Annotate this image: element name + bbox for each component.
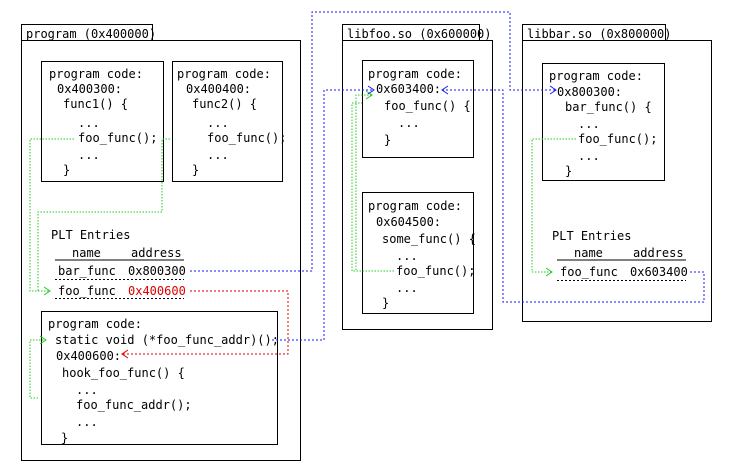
green-call-arrows-libfoo [351,94,394,272]
function-signature: hook_foo_func() { [62,366,185,380]
plt-title: PLT Entries [51,228,131,242]
plt-column-name: name [574,246,603,260]
code-address: 0x604500: [376,215,442,229]
code-address: 0x400600: [56,349,122,363]
code-header: program code: [177,67,271,81]
code-brace: } [384,133,392,147]
blue-arrowhead-foo-func-addr [367,85,375,95]
green-arrowheads-libfoo [365,90,373,100]
plt-column-address: address [131,246,182,260]
function-call: foo_func(); [78,131,158,145]
plt-entry-address: 0x603400 [630,265,688,279]
function-signature: some_func() { [382,232,476,246]
code-ellipsis: ... [76,383,98,397]
code-brace: } [63,163,71,177]
plt-entry-name: foo_func [58,284,116,298]
libfoo-module-title: libfoo.so (0x600000) [342,24,492,41]
blue-arrowhead-libbar-plt [441,85,449,95]
code-ellipsis: ... [578,117,600,131]
code-ellipsis: ... [78,148,100,162]
code-ellipsis: ... [207,148,229,162]
blue-arrow-bar-func [190,11,556,272]
plt-column-name: name [72,246,101,260]
libfoo-code-box-foo-func [362,60,474,158]
code-address: 0x400400: [186,82,252,96]
code-header: program code: [368,199,462,213]
code-ellipsis: ... [398,116,420,130]
program-plt-rules [55,259,184,299]
function-call: foo_func(); [396,264,476,278]
code-address: 0x603400: [376,82,442,96]
plt-entry-address: 0x800300 [128,264,186,278]
green-arrowheads-program [39,286,51,345]
function-call: foo_func_addr(); [76,398,192,412]
libbar-plt-rules [557,259,686,281]
program-code-box-func2 [172,61,283,182]
program-code-box-func1 [41,61,164,182]
code-brace: } [382,296,390,310]
code-ellipsis: ... [578,149,600,163]
libbar-code-box-bar-func [542,63,665,181]
code-brace: } [192,163,200,177]
function-pointer-declaration: static void (*foo_func_addr)(); [55,333,279,347]
libfoo-code-box-some-func [362,192,474,314]
code-brace: } [61,431,69,445]
blue-arrow-foo-func-addr [272,89,374,341]
function-signature: bar_func() { [565,100,652,114]
plt-column-address: address [633,246,684,260]
program-code-box-hook [41,311,278,445]
green-call-arrows-program [29,138,170,399]
code-header: program code: [49,67,143,81]
red-arrow-hooked-plt [122,290,289,355]
code-ellipsis: ... [76,415,98,429]
code-header: program code: [549,69,643,83]
function-signature: func1() { [63,97,129,111]
code-ellipsis: ... [396,281,418,295]
plt-title: PLT Entries [552,229,632,243]
blue-arrow-libbar-plt [442,89,705,303]
code-ellipsis: ... [207,116,229,130]
program-module-title: program (0x400000) [21,24,156,41]
libbar-module-title: libbar.so (0x800000) [522,24,672,41]
plt-entry-address-hooked: 0x400600 [128,284,186,298]
code-ellipsis: ... [78,116,100,130]
red-arrowhead-hooked-plt [121,349,129,359]
code-header: program code: [368,67,462,81]
function-call: foo_func(); [207,131,287,145]
code-address: 0x400300: [57,82,123,96]
plt-entry-name: bar_func [58,264,116,278]
function-signature: foo_func() { [384,99,471,113]
code-brace: } [565,164,573,178]
green-arrowheads-libbar [545,267,553,277]
code-ellipsis: ... [396,249,418,263]
code-address: 0x800300: [557,85,623,99]
green-call-arrows-libbar [531,138,576,273]
function-signature: func2() { [192,97,258,111]
blue-arrowhead-bar-func [549,85,557,95]
plt-entry-name: foo_func [560,265,618,279]
function-call: foo_func(); [578,132,658,146]
code-header: program code: [48,317,142,331]
